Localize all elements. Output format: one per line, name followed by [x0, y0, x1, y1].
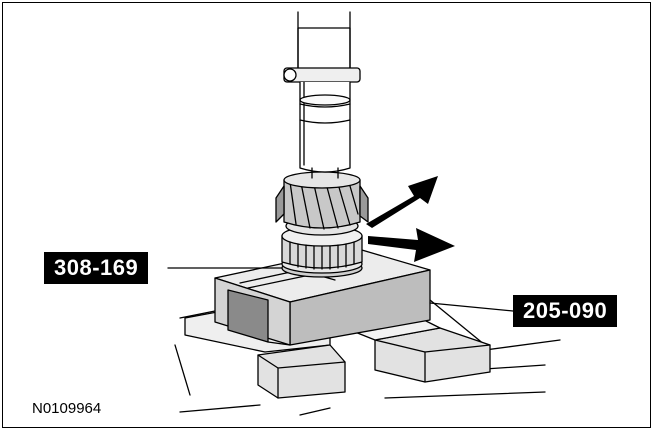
helical-gear: [275, 171, 369, 230]
callout-tool-308-169: 308-169: [44, 252, 149, 284]
press-ram: [283, 11, 361, 179]
callout-tool-205-090: 205-090: [513, 295, 618, 327]
black-arrow-pair-icon: [366, 176, 455, 262]
figure-id-label: N0109964: [32, 400, 102, 417]
leader-lines: [167, 267, 514, 312]
